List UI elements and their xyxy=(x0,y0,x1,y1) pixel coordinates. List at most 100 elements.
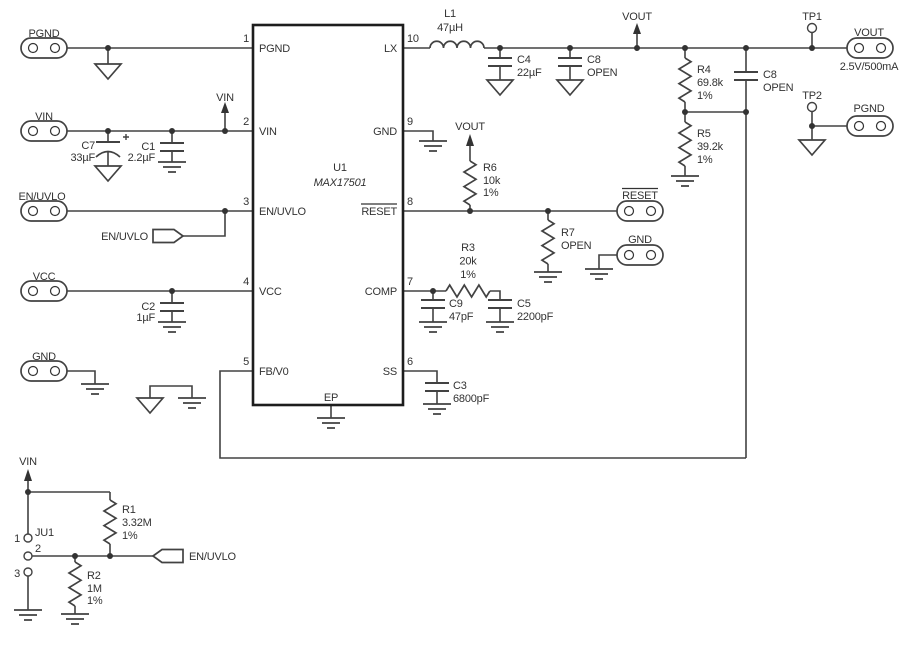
testpoint-tp1-icon xyxy=(806,22,818,34)
label-c3-value: 6800pF xyxy=(453,393,490,405)
label-ju1-pin2: 2 xyxy=(35,543,41,555)
vout-arrow-icon xyxy=(633,23,641,34)
label-r5-tol: 1% xyxy=(697,154,713,166)
ic-refdes: U1 xyxy=(333,162,347,174)
pin-number: 9 xyxy=(407,116,413,128)
testpoint-label-tp2: TP2 xyxy=(802,90,822,102)
resistor-R5 xyxy=(678,121,692,167)
label-c8fb-ref: C8 xyxy=(763,69,777,81)
junction-dots xyxy=(25,45,815,559)
resistor-R1 xyxy=(103,499,117,545)
net-vin-wire xyxy=(67,111,253,166)
net-fb-loop-wire xyxy=(219,370,746,459)
net-vcc-wire xyxy=(67,290,253,322)
pin-number: 4 xyxy=(243,276,249,288)
label-c3-ref: C3 xyxy=(453,380,467,392)
label-c4-value: 22µF xyxy=(517,67,542,79)
resistor-R2 xyxy=(68,561,82,607)
capacitor-C8-fb xyxy=(733,71,759,81)
signal-ground-icon xyxy=(422,403,452,415)
net-lx-vout-rail xyxy=(403,32,847,458)
label-r1-value: 3.32M xyxy=(122,517,152,529)
pin-name-pgnd: PGND xyxy=(259,43,290,55)
net-gnd-left-wire xyxy=(67,370,96,384)
connector-label-gnd-right: GND xyxy=(628,234,652,246)
connector-gnd-left xyxy=(20,360,68,382)
vin-arrow-icon xyxy=(221,102,229,113)
signal-ground-icon xyxy=(584,268,614,280)
jumper-pin1-icon xyxy=(23,533,33,543)
signal-ground-icon xyxy=(13,609,43,621)
label-r1-tol: 1% xyxy=(122,530,138,542)
label-r2-tol: 1% xyxy=(87,595,103,607)
pin-name-vcc: VCC xyxy=(259,286,282,298)
label-r4-value: 69.8k xyxy=(697,77,724,89)
label-c9-value: 47pF xyxy=(449,311,474,323)
label-r3-ref: R3 xyxy=(461,242,475,254)
net-label-vout-rail: VOUT xyxy=(622,11,652,23)
label-r3-value: 20k xyxy=(459,256,477,268)
inductor-L1 xyxy=(429,40,485,49)
label-r5-value: 39.2k xyxy=(697,141,724,153)
net-ss-wire xyxy=(403,370,438,404)
capacitor-C9 xyxy=(420,299,446,309)
label-r2-value: 1M xyxy=(87,583,102,595)
connector-label-gnd-left: GND xyxy=(32,351,56,363)
ic-part-number: MAX17501 xyxy=(314,177,367,189)
capacitor-C7 xyxy=(95,134,129,158)
resistor-R4 xyxy=(678,57,692,103)
power-ground-icon xyxy=(486,79,514,96)
ic-ep-label: EP xyxy=(324,392,338,404)
jumper-pin2-icon xyxy=(23,551,33,561)
signal-ground-icon xyxy=(80,383,110,395)
pin-name-fb-v0: FB/V0 xyxy=(259,366,289,378)
connector-vout xyxy=(846,37,894,59)
capacitor-C4 xyxy=(487,57,513,67)
label-r6-ref: R6 xyxy=(483,162,497,174)
ground-tie-wire xyxy=(149,385,193,398)
net-gnd-pin9-wire xyxy=(403,130,434,141)
vout-arrow-icon xyxy=(466,134,474,146)
connector-label-vout: VOUT xyxy=(854,27,884,39)
label-r4-ref: R4 xyxy=(697,64,711,76)
net-label-vin-top: VIN xyxy=(216,92,234,104)
connector-label-reset: RESET xyxy=(622,190,658,202)
label-l1-value: 47µH xyxy=(437,22,463,34)
connector-pgnd-top xyxy=(20,37,68,59)
signal-ground-icon xyxy=(60,613,90,625)
pin-name-vin: VIN xyxy=(259,126,277,138)
en-uvlo-flag-icon xyxy=(151,548,184,564)
net-label-en-uvlo-in: EN/UVLO xyxy=(101,231,149,243)
connector-label-pgnd-right: PGND xyxy=(854,103,885,115)
pin-number: 3 xyxy=(243,196,249,208)
pin-number: 6 xyxy=(407,356,413,368)
label-r2-ref: R2 xyxy=(87,570,101,582)
label-r1-ref: R1 xyxy=(122,504,136,516)
testpoint-tp2-icon xyxy=(806,101,818,113)
resistor-R3 xyxy=(445,284,491,298)
connector-reset xyxy=(616,200,664,222)
pin-name-reset: RESET xyxy=(361,206,397,218)
label-c9-ref: C9 xyxy=(449,298,463,310)
pin-number: 2 xyxy=(243,116,249,128)
signal-ground-icon xyxy=(316,417,346,429)
label-c7-value: 33µF xyxy=(71,152,96,164)
connector-vcc xyxy=(20,280,68,302)
label-c8lx-ref: C8 xyxy=(587,54,601,66)
connector-label-pgnd-top: PGND xyxy=(29,28,60,40)
label-r6-tol: 1% xyxy=(483,187,499,199)
label-r5-ref: R5 xyxy=(697,128,711,140)
resistor-R6 xyxy=(463,160,477,206)
pin-number: 5 xyxy=(243,356,249,368)
pin-number: 7 xyxy=(407,276,413,288)
resistor-R7 xyxy=(541,219,555,265)
label-c8fb-value: OPEN xyxy=(763,82,794,94)
pin-number: 1 xyxy=(243,33,249,45)
capacitor-C5 xyxy=(487,299,513,309)
label-ju1-pin3: 3 xyxy=(14,568,20,580)
gnd-conn-right-wire xyxy=(598,254,617,269)
capacitor-C2 xyxy=(159,302,185,312)
label-c1-value: 2.2µF xyxy=(128,152,156,164)
